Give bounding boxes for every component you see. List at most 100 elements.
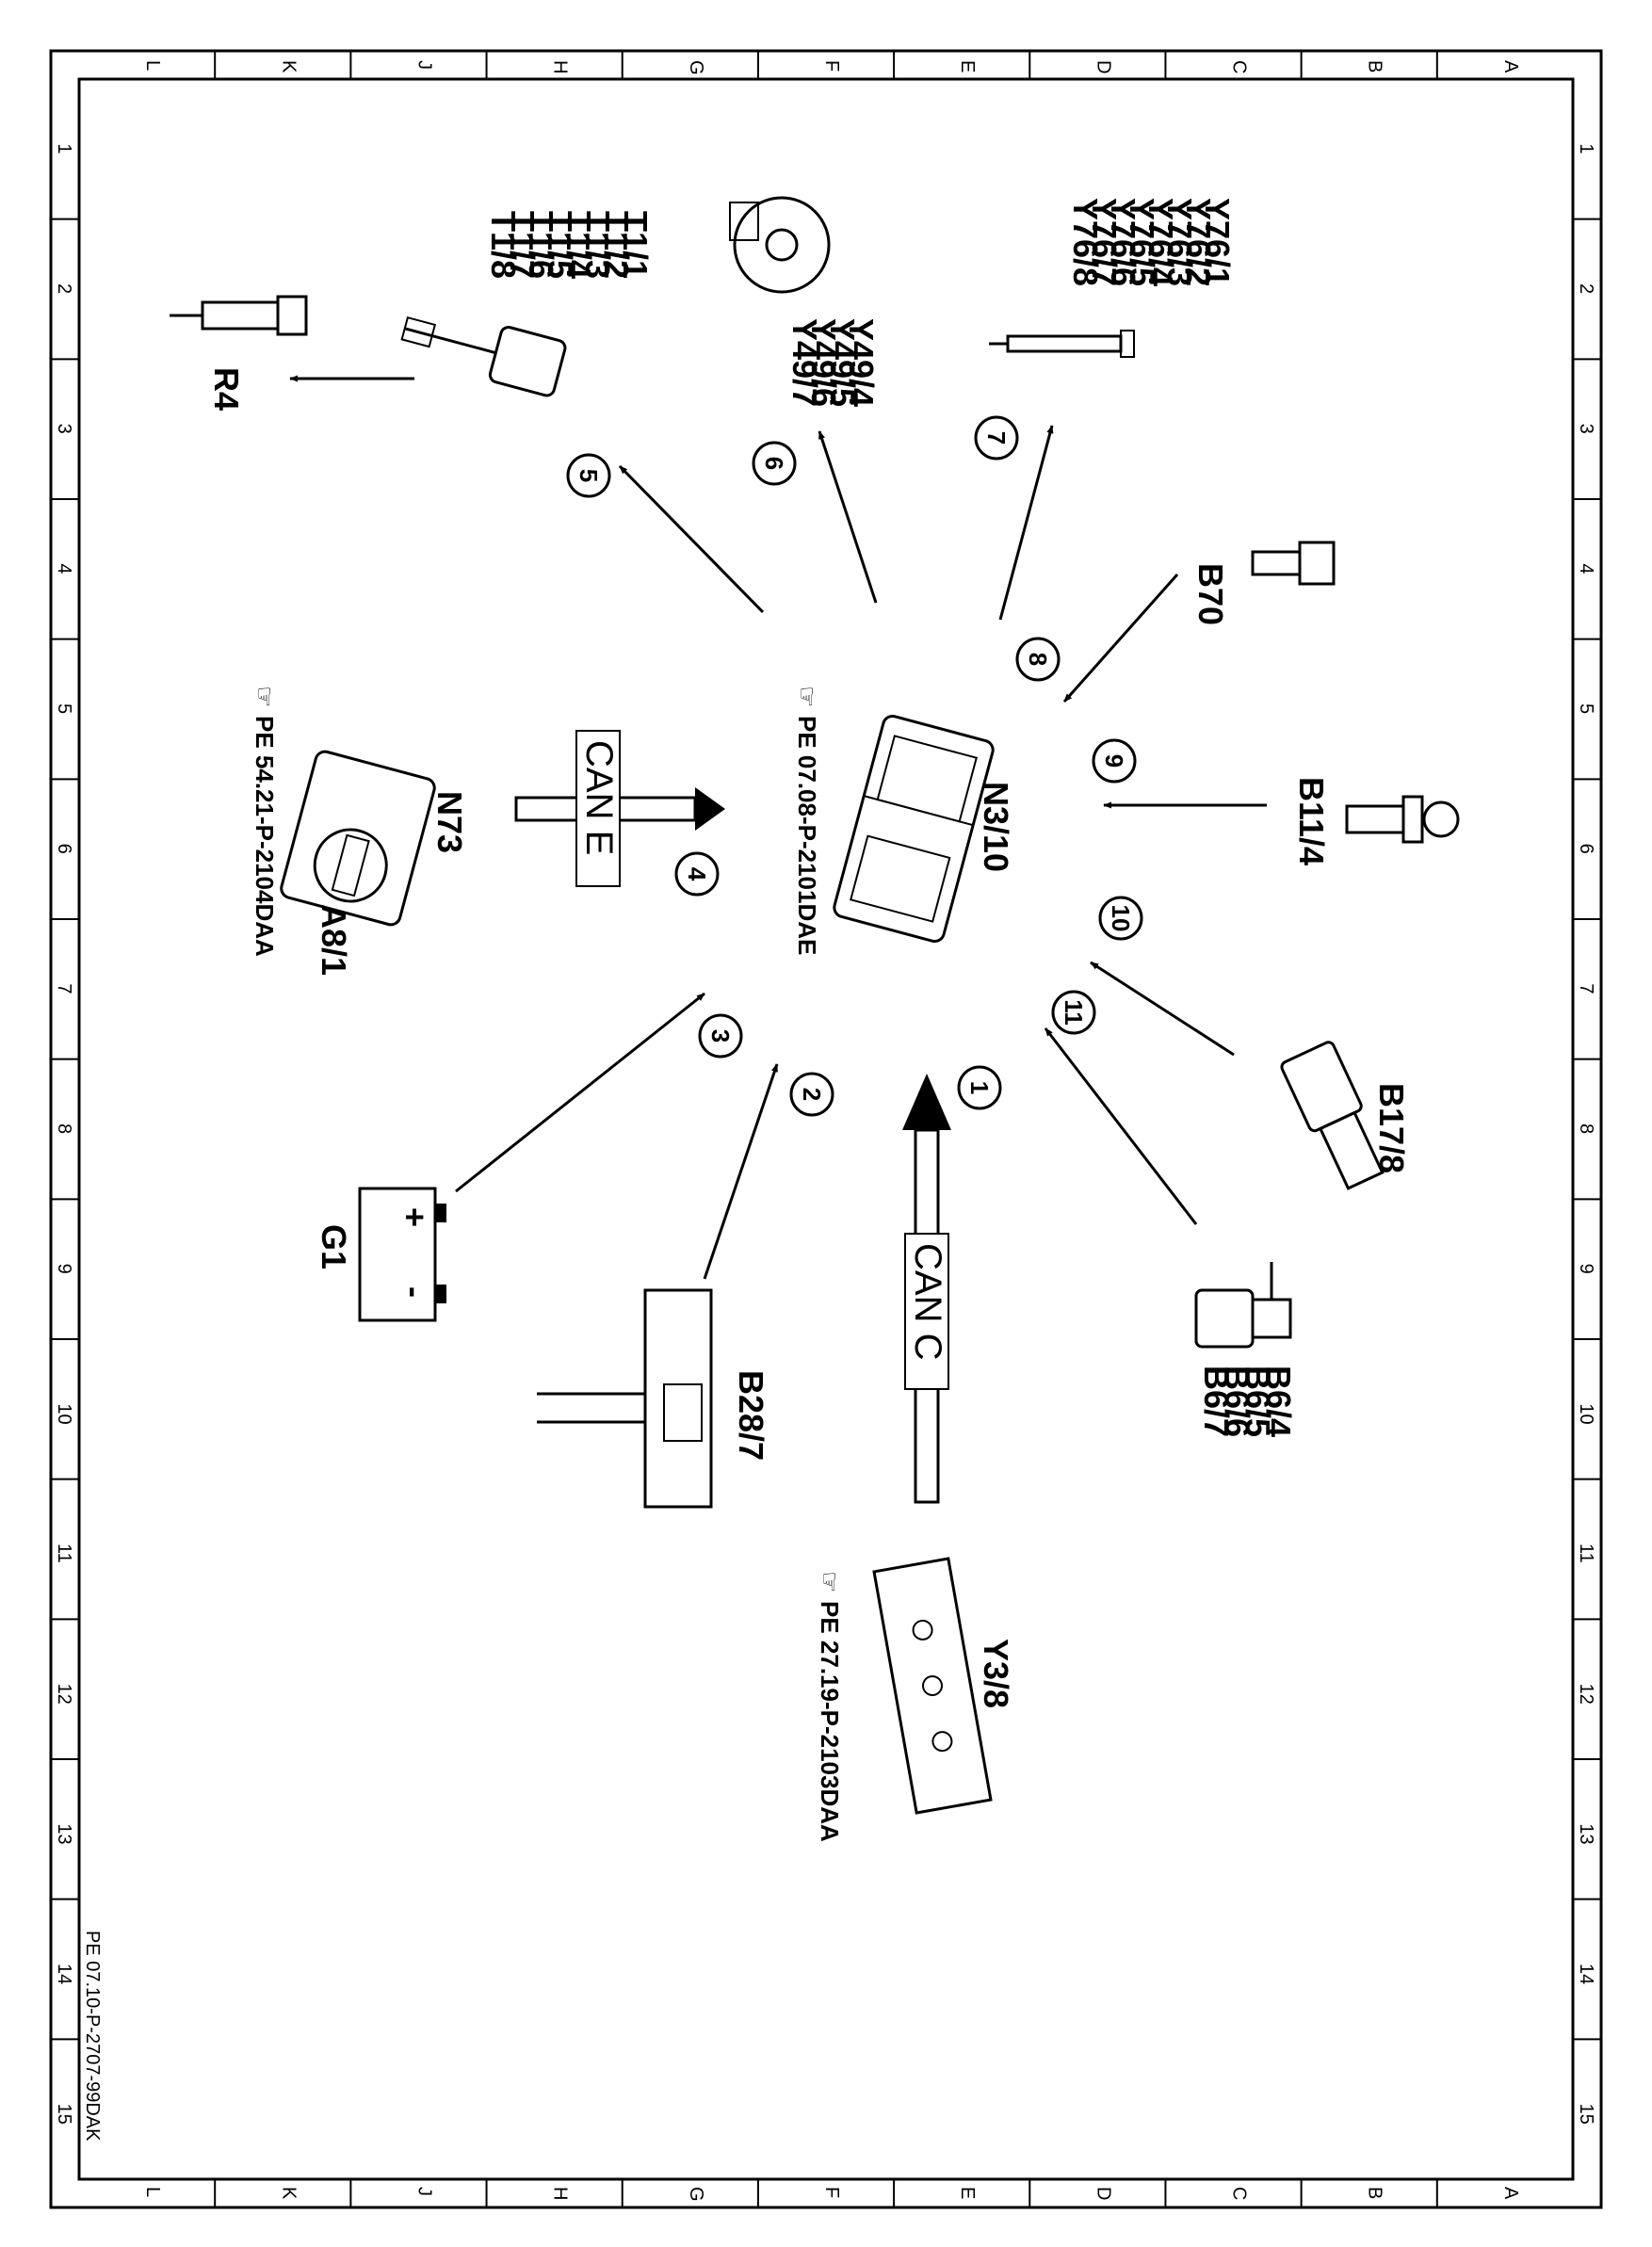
y76-label: Y76/7	[1085, 198, 1124, 286]
badge-number: 1	[965, 1081, 994, 1094]
grid-row-label: 4	[54, 563, 74, 574]
a8-label: A8/1	[315, 904, 353, 976]
document-code: PE 07.10-P-2707-99DAK	[82, 1931, 103, 2142]
grid-col-label: J	[413, 2187, 434, 2196]
badge-circle	[698, 1013, 743, 1059]
badge-number: 3	[706, 1029, 735, 1043]
can-e-bus: CAN E	[514, 730, 725, 887]
y3-label: Y3/8	[977, 1639, 1015, 1708]
grid-row-label: 12	[1576, 1684, 1596, 1705]
badge-number: 11	[1060, 999, 1088, 1026]
spark-plug-icon	[170, 295, 308, 336]
grid-row-label: 11	[54, 1544, 74, 1563]
y76-label: Y76/2	[1179, 198, 1218, 286]
grid-row-label: 5	[54, 703, 74, 714]
y49-label: Y49/4	[842, 318, 881, 407]
badge-number: 6	[760, 457, 788, 470]
badge-number: 8	[1024, 653, 1052, 666]
grid-row-label: 5	[1576, 703, 1596, 714]
grid-row-label: 4	[1576, 563, 1596, 574]
camshaft-hall-sensor-icon	[1194, 1262, 1292, 1349]
grid-row-label: 11	[1576, 1544, 1596, 1563]
t1-label: T1/4	[559, 211, 598, 279]
grid-row-label: 13	[1576, 1823, 1596, 1844]
grid-row-label: 10	[1576, 1403, 1596, 1424]
grid-col-label: E	[957, 2187, 978, 2199]
y76-label: Y76/3	[1160, 198, 1199, 286]
grid-col-label: E	[957, 60, 978, 73]
grid-row-label: 6	[1576, 844, 1596, 854]
transmission-control-icon	[872, 1557, 993, 1815]
badge-number: 10	[1107, 905, 1135, 932]
can-c-label: CAN C	[907, 1243, 948, 1360]
b11-label: B11/4	[1292, 777, 1331, 865]
t1-label: T1/2	[597, 211, 636, 279]
grid-row-label: 12	[54, 1684, 74, 1705]
grid-col-label: G	[686, 60, 706, 75]
grid-row-label: 13	[54, 1823, 74, 1844]
b6-label: B6/5	[1239, 1366, 1277, 1437]
grid-row-label: 7	[54, 983, 74, 994]
r4-label: R4	[207, 367, 246, 411]
badge-number: 9	[1100, 754, 1128, 768]
y76-label: Y76/8	[1066, 198, 1105, 286]
badge-circle	[1098, 896, 1143, 941]
grid-row-label: 14	[54, 1964, 74, 1984]
grid-col-label: D	[1093, 60, 1113, 73]
injector-icon	[989, 330, 1135, 358]
grid-row-label: 3	[1576, 424, 1596, 434]
grid-col-label: L	[142, 2187, 163, 2197]
b6-label-group: B6/4B6/5B6/6B6/7	[1197, 1366, 1298, 1437]
badge-circle	[674, 851, 720, 897]
grid-col-label: C	[1229, 60, 1250, 73]
b28-label: B28/7	[732, 1370, 770, 1461]
arrow-b6	[1044, 1027, 1198, 1225]
t1-label: T1/3	[578, 211, 617, 279]
arrow-y76	[998, 425, 1054, 621]
grid-row-label: 15	[1576, 2104, 1596, 2125]
battery-terminal-minus	[435, 1285, 446, 1303]
grid-col-label: K	[278, 60, 299, 73]
arrow-g1	[455, 992, 705, 1193]
y3-ref: PE 27.19-P-2103DAA	[816, 1601, 844, 1842]
badge-circle	[789, 1072, 834, 1117]
grid-col-label: J	[413, 60, 434, 70]
badge-number: 4	[683, 867, 711, 881]
b6-label: B6/6	[1218, 1366, 1256, 1437]
badge-circle	[752, 441, 797, 486]
grid-row-label: 9	[1576, 1264, 1596, 1274]
t1-label: T1/6	[522, 211, 560, 279]
grid-row-label: 10	[54, 1403, 74, 1424]
badge-number: 7	[982, 431, 1011, 445]
outer-frame	[49, 49, 1603, 2209]
grid-row-label: 8	[1576, 1124, 1596, 1134]
g1-plus: +	[396, 1207, 434, 1227]
grid-row-label: 3	[54, 424, 74, 434]
b17-label: B17/8	[1372, 1083, 1411, 1173]
t1-label: T1/8	[484, 211, 523, 279]
grid-row-label: 8	[54, 1124, 74, 1134]
can-c-bus: CAN C	[902, 1074, 951, 1504]
grid-row-label: 15	[54, 2104, 74, 2125]
can-e-label: CAN E	[578, 740, 620, 855]
g1-minus: -	[396, 1286, 434, 1298]
charge-air-temp-sensor-icon	[1280, 1041, 1385, 1190]
badge-circle	[974, 415, 1019, 461]
y76-label: Y76/4	[1142, 198, 1180, 286]
badge-circle	[1051, 990, 1096, 1035]
badge-circle	[957, 1065, 1002, 1110]
grid-col-label: H	[550, 2187, 571, 2200]
coolant-temp-sensor-icon	[1345, 795, 1460, 844]
ignition-coil-icon	[400, 315, 567, 397]
grid-col-label: D	[1093, 2187, 1113, 2200]
grid-col-label: G	[686, 2187, 706, 2202]
arrow-b17	[1090, 961, 1235, 1057]
grid-row-label: 2	[54, 283, 74, 294]
grid-row-label: 6	[54, 844, 74, 854]
grid-col-label: A	[1500, 60, 1521, 73]
battery-terminal-plus	[435, 1204, 446, 1222]
